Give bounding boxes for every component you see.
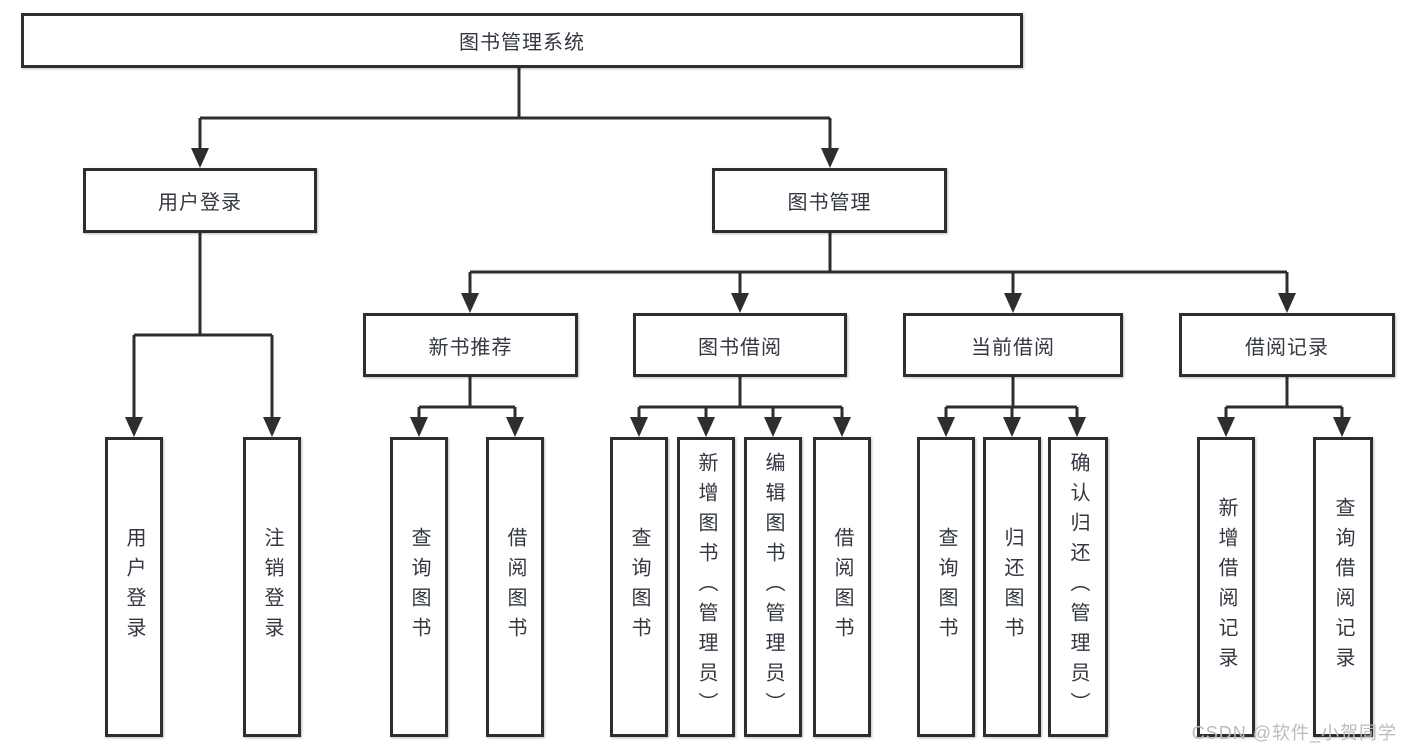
node-book-management: 图书管理: [712, 168, 947, 233]
node-label: 查询借阅记录: [1332, 497, 1354, 677]
node-new-book-recommend: 新书推荐: [363, 313, 578, 377]
csdn-watermark: CSDN @软件_小贺同学: [1191, 723, 1397, 743]
node-leaf-records-add-record: 新增借阅记录: [1197, 437, 1255, 737]
node-label: 查询图书: [935, 527, 957, 647]
node-leaf-records-query-record: 查询借阅记录: [1313, 437, 1373, 737]
node-label: 用户登录: [158, 192, 242, 214]
node-leaf-current-confirm-return-admin: 确认归还（管理员）: [1048, 437, 1108, 737]
node-label: 图书管理系统: [459, 32, 585, 54]
node-borrowing-records: 借阅记录: [1179, 313, 1395, 377]
node-label: 查询图书: [408, 527, 430, 647]
node-leaf-current-query-books: 查询图书: [917, 437, 975, 737]
node-label: 借阅图书: [831, 527, 853, 647]
node-label: 新增借阅记录: [1215, 497, 1237, 677]
node-root-library-system: 图书管理系统: [21, 13, 1023, 68]
node-book-borrowing: 图书借阅: [633, 313, 847, 377]
node-label: 确认归还（管理员）: [1067, 452, 1089, 722]
node-leaf-recommend-query-books: 查询图书: [390, 437, 448, 737]
node-label: 图书管理: [787, 192, 872, 214]
node-label: 新增图书（管理员）: [695, 452, 717, 722]
node-label: 编辑图书（管理员）: [762, 452, 784, 722]
node-leaf-borrowing-borrow-books: 借阅图书: [813, 437, 871, 737]
node-leaf-borrowing-query-books: 查询图书: [610, 437, 668, 737]
node-label: 新书推荐: [428, 336, 513, 359]
node-leaf-logout: 注销登录: [243, 437, 301, 737]
node-label: 图书借阅: [698, 336, 782, 359]
node-label: 借阅图书: [504, 527, 526, 647]
node-leaf-borrowing-add-books-admin: 新增图书（管理员）: [677, 437, 735, 737]
node-leaf-user-login: 用户登录: [105, 437, 163, 737]
node-leaf-borrowing-edit-books-admin: 编辑图书（管理员）: [744, 437, 802, 737]
node-current-borrowing: 当前借阅: [903, 313, 1123, 377]
node-label: 用户登录: [123, 527, 145, 647]
node-label: 借阅记录: [1245, 336, 1329, 359]
node-user-login: 用户登录: [83, 168, 317, 233]
node-label: 当前借阅: [971, 336, 1055, 359]
node-leaf-recommend-borrow-books: 借阅图书: [486, 437, 544, 737]
node-leaf-current-return-books: 归还图书: [983, 437, 1041, 737]
node-label: 归还图书: [1001, 527, 1023, 647]
node-label: 注销登录: [261, 527, 283, 647]
node-label: 查询图书: [628, 527, 650, 647]
